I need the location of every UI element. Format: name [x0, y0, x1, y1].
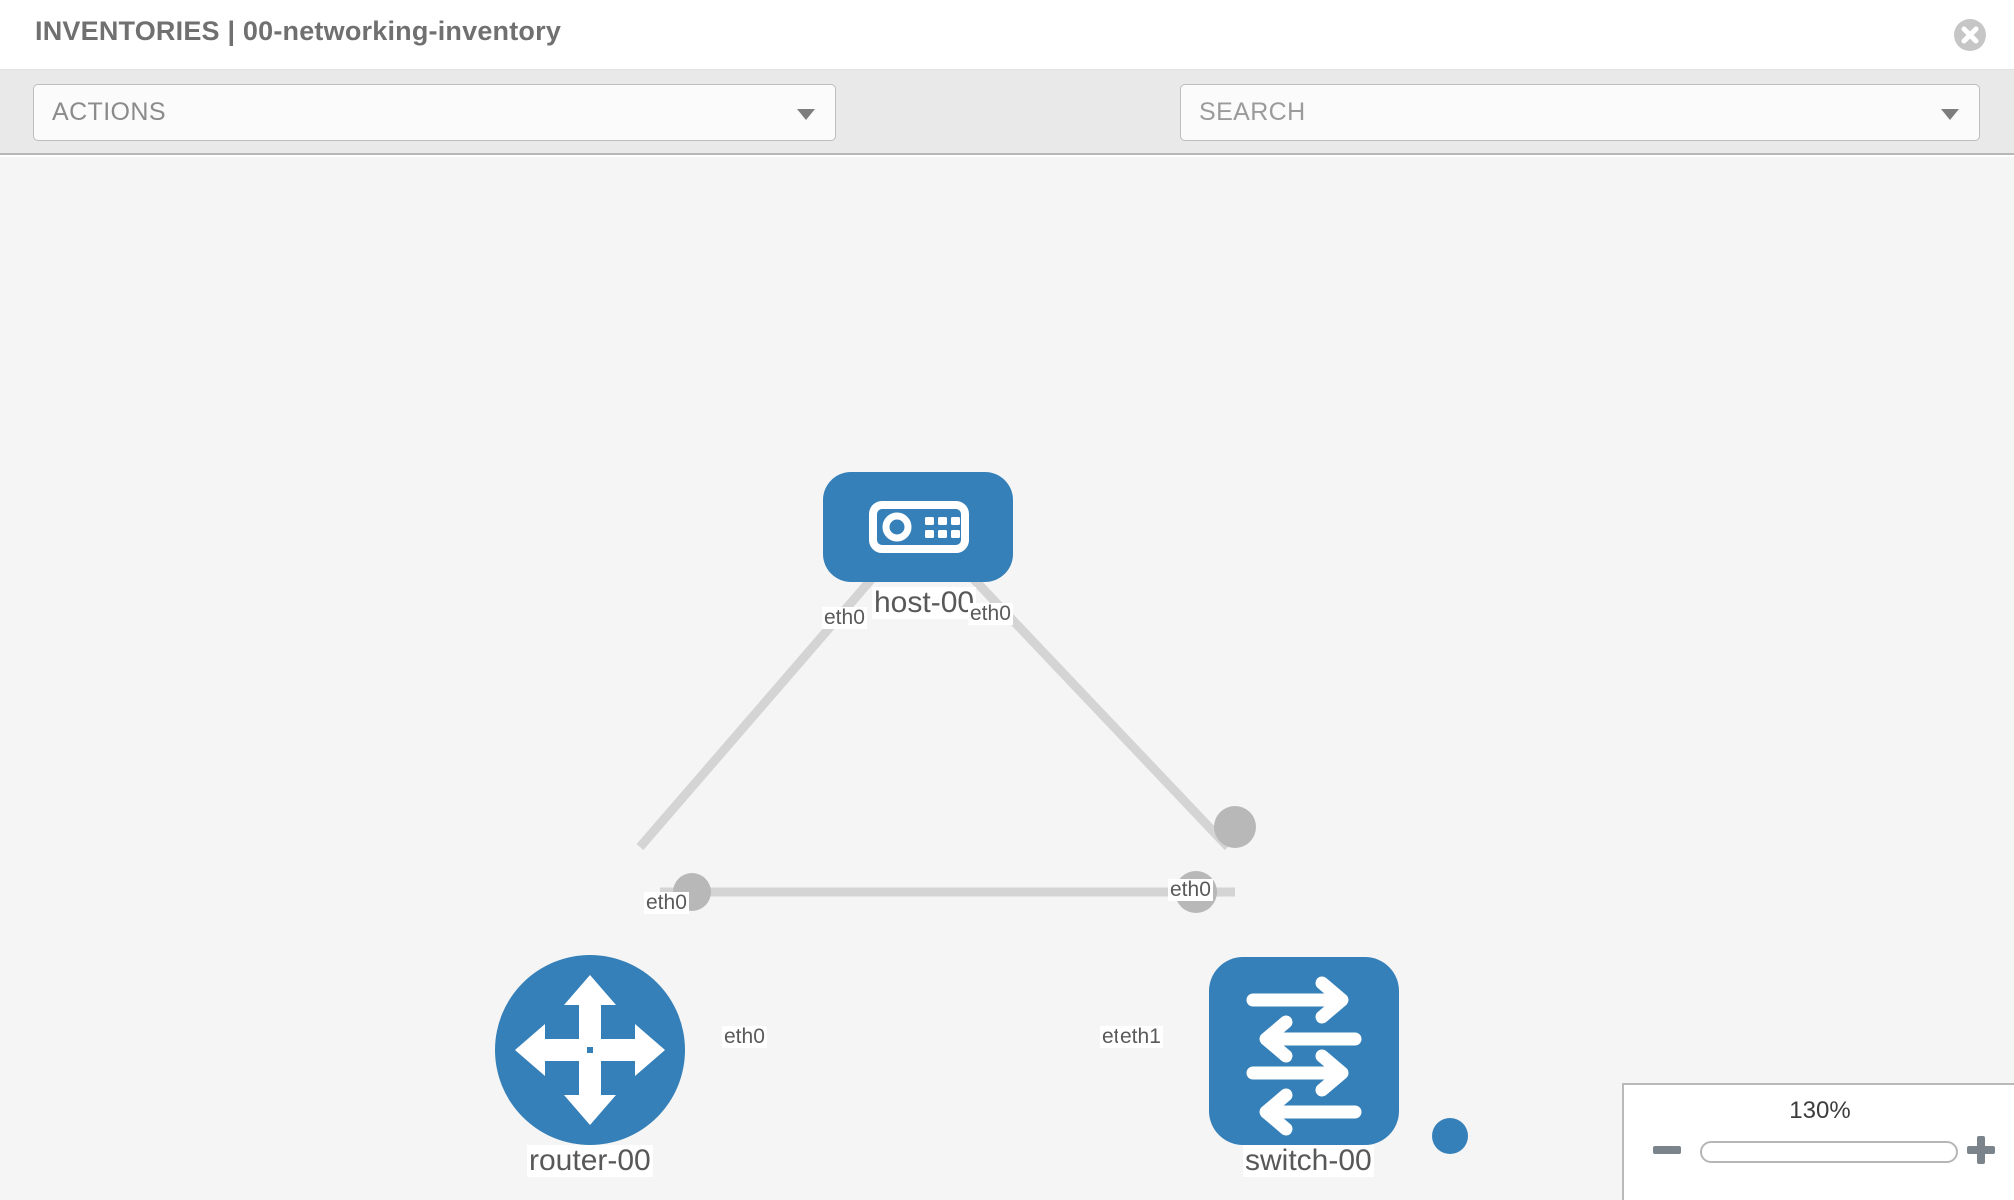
actions-dropdown-label: ACTIONS [52, 98, 166, 126]
page-header: INVENTORIES | 00-networking-inventory [0, 0, 2014, 70]
link-host-switch [944, 548, 1232, 851]
topology-canvas[interactable]: host-00 router-00 switch-00 eth0 eth0 et… [0, 157, 2014, 1200]
zoom-control-panel: 130% [1622, 1083, 2014, 1200]
zoom-out-button[interactable] [1650, 1133, 1684, 1167]
chevron-down-icon [1941, 109, 1959, 120]
connector-switch-top [1214, 806, 1256, 848]
page-title: INVENTORIES | 00-networking-inventory [35, 16, 562, 46]
iface-label-switch-lan-b: eth1 [1118, 1025, 1163, 1049]
search-placeholder: SEARCH [1199, 98, 1306, 126]
zoom-level-value: 130% [1789, 1097, 1851, 1124]
iface-label-router-uplink: eth0 [644, 891, 689, 915]
iface-label-router-lan: eth0 [722, 1025, 767, 1049]
zoom-slider-thumb[interactable] [1432, 1118, 1468, 1154]
actions-dropdown[interactable]: ACTIONS [33, 84, 836, 141]
chevron-down-icon [797, 109, 815, 120]
node-label-host: host-00 [872, 586, 977, 619]
zoom-in-button[interactable] [1964, 1133, 1998, 1167]
iface-label-host-right: eth0 [968, 602, 1013, 626]
node-host-00 [823, 472, 1013, 582]
node-label-router: router-00 [527, 1144, 653, 1177]
toolbar: ACTIONS SEARCH [0, 70, 2014, 200]
zoom-slider-track[interactable] [1700, 1141, 1958, 1163]
topology-links [636, 548, 1235, 897]
close-icon[interactable] [1953, 18, 1987, 52]
node-switch-00 [1209, 957, 1399, 1145]
node-router-00 [495, 955, 685, 1145]
topology-graph [495, 472, 1399, 1145]
iface-label-switch-uplink: eth0 [1168, 878, 1213, 902]
link-router-host [636, 549, 899, 850]
search-input[interactable]: SEARCH [1180, 84, 1980, 141]
iface-label-host-left: eth0 [822, 606, 867, 630]
node-label-switch: switch-00 [1243, 1144, 1374, 1177]
